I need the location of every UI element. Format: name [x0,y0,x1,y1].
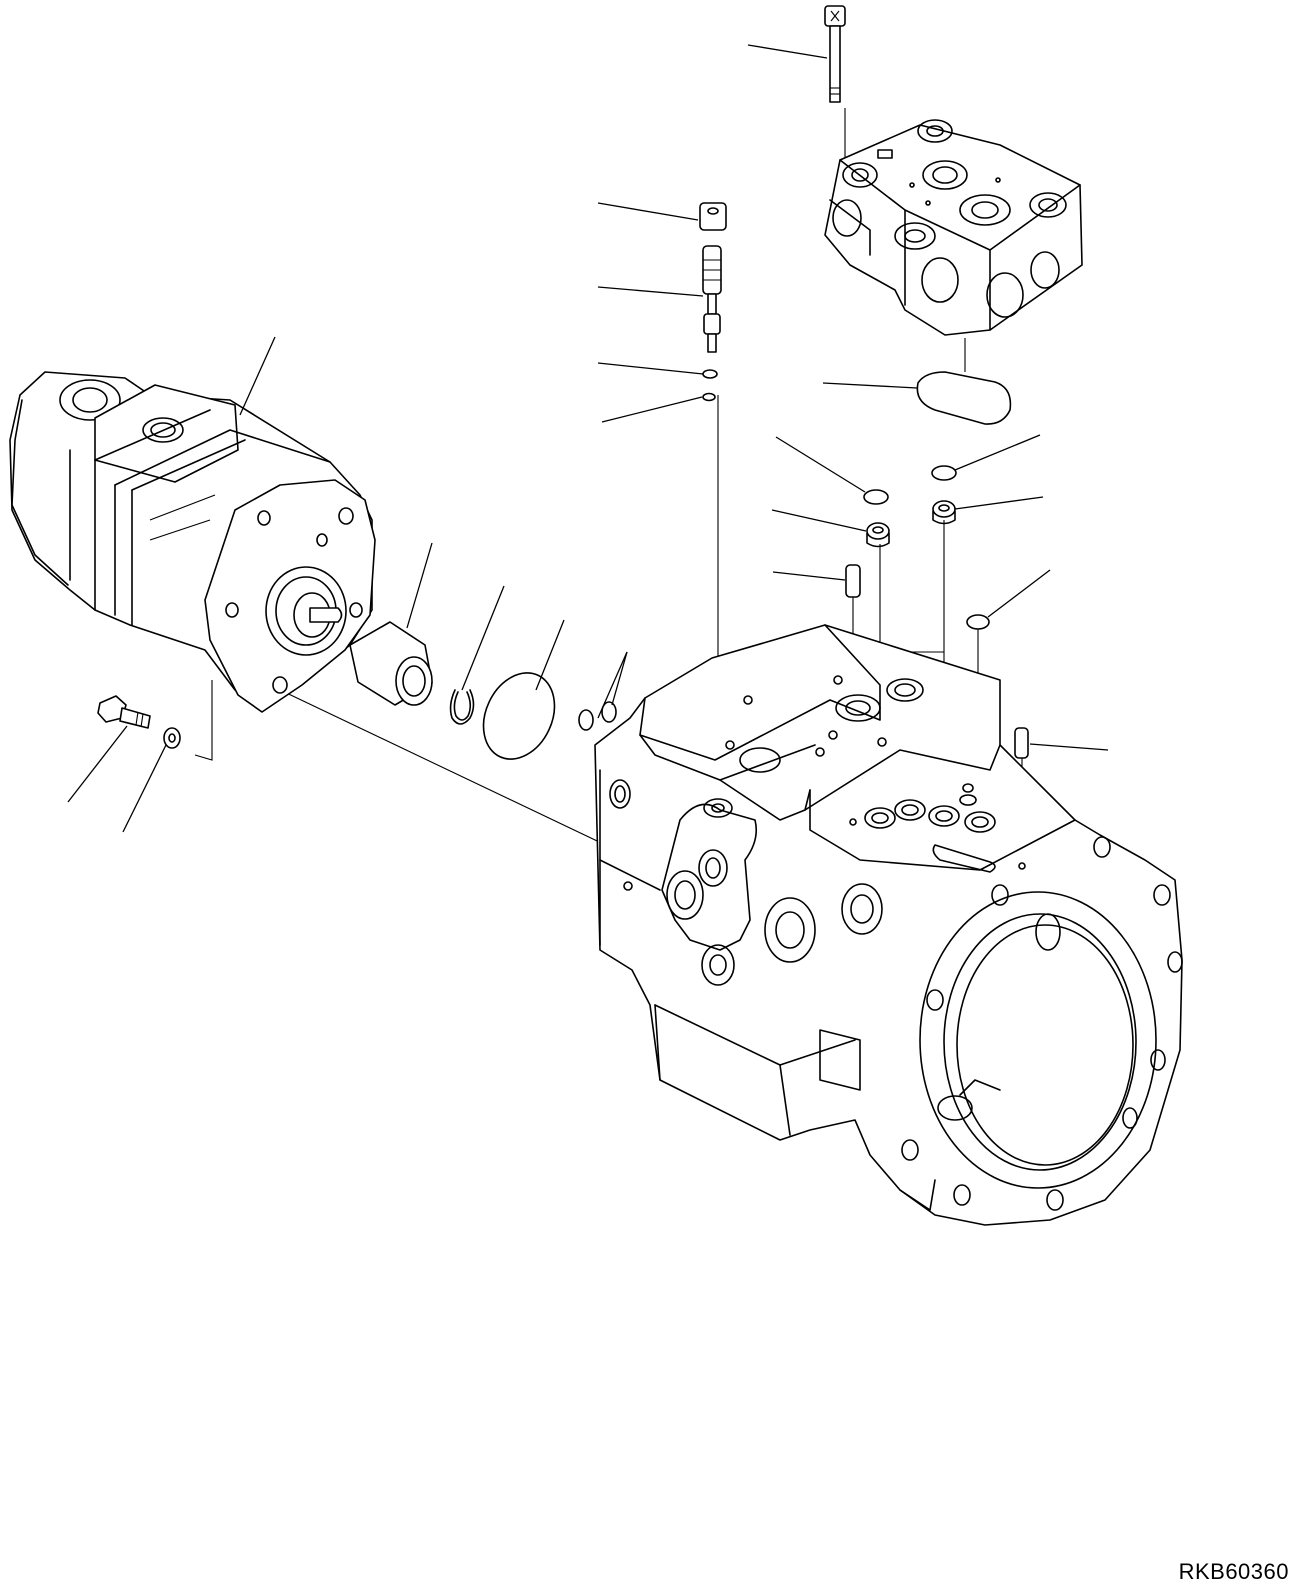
dowel-pin-2 [1014,727,1029,759]
o-ring-pair [578,701,617,731]
plug-a [866,522,890,548]
o-ring-a [863,489,889,505]
small-o-ring-2 [702,392,716,402]
coupling [349,621,433,706]
cover-block [824,119,1083,336]
pump-housing [594,624,1183,1226]
snap-ring [449,689,475,725]
leader-lines [67,44,1109,833]
washer [163,727,181,749]
spool-valve [702,245,722,353]
gear-pump [9,371,376,713]
small-o-ring-1 [702,369,718,379]
plug-cap [699,202,727,231]
o-ring-c [966,614,990,630]
o-ring-b [931,465,957,481]
gasket [916,371,1012,425]
drawing-code: RKB60360 [1178,1559,1289,1584]
dowel-pin-1 [845,564,861,598]
mounting-bolt [97,695,151,729]
bolt-top [824,5,846,103]
large-o-ring [482,672,556,760]
